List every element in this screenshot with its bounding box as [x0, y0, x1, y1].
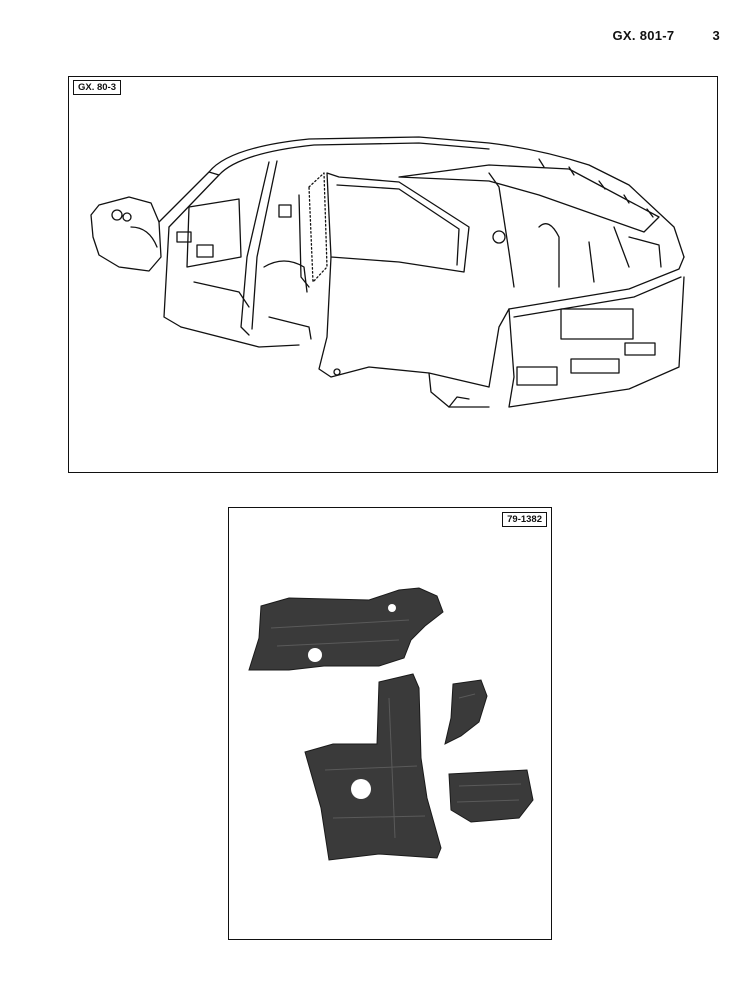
figure-ref-label: GX. 80-3 [73, 80, 122, 95]
floor-panel-parts-icon [248, 587, 534, 861]
figure-ref-label: 79-1382 [502, 512, 547, 527]
car-body-shell-icon [90, 136, 685, 408]
figure-floor-parts: 79-1382 [228, 507, 552, 940]
page-number: 3 [712, 28, 720, 43]
page-header: GX. 801-7 3 [613, 28, 721, 43]
document-code: GX. 801-7 [612, 28, 675, 43]
figure-body-shell: GX. 80-3 [68, 76, 718, 473]
